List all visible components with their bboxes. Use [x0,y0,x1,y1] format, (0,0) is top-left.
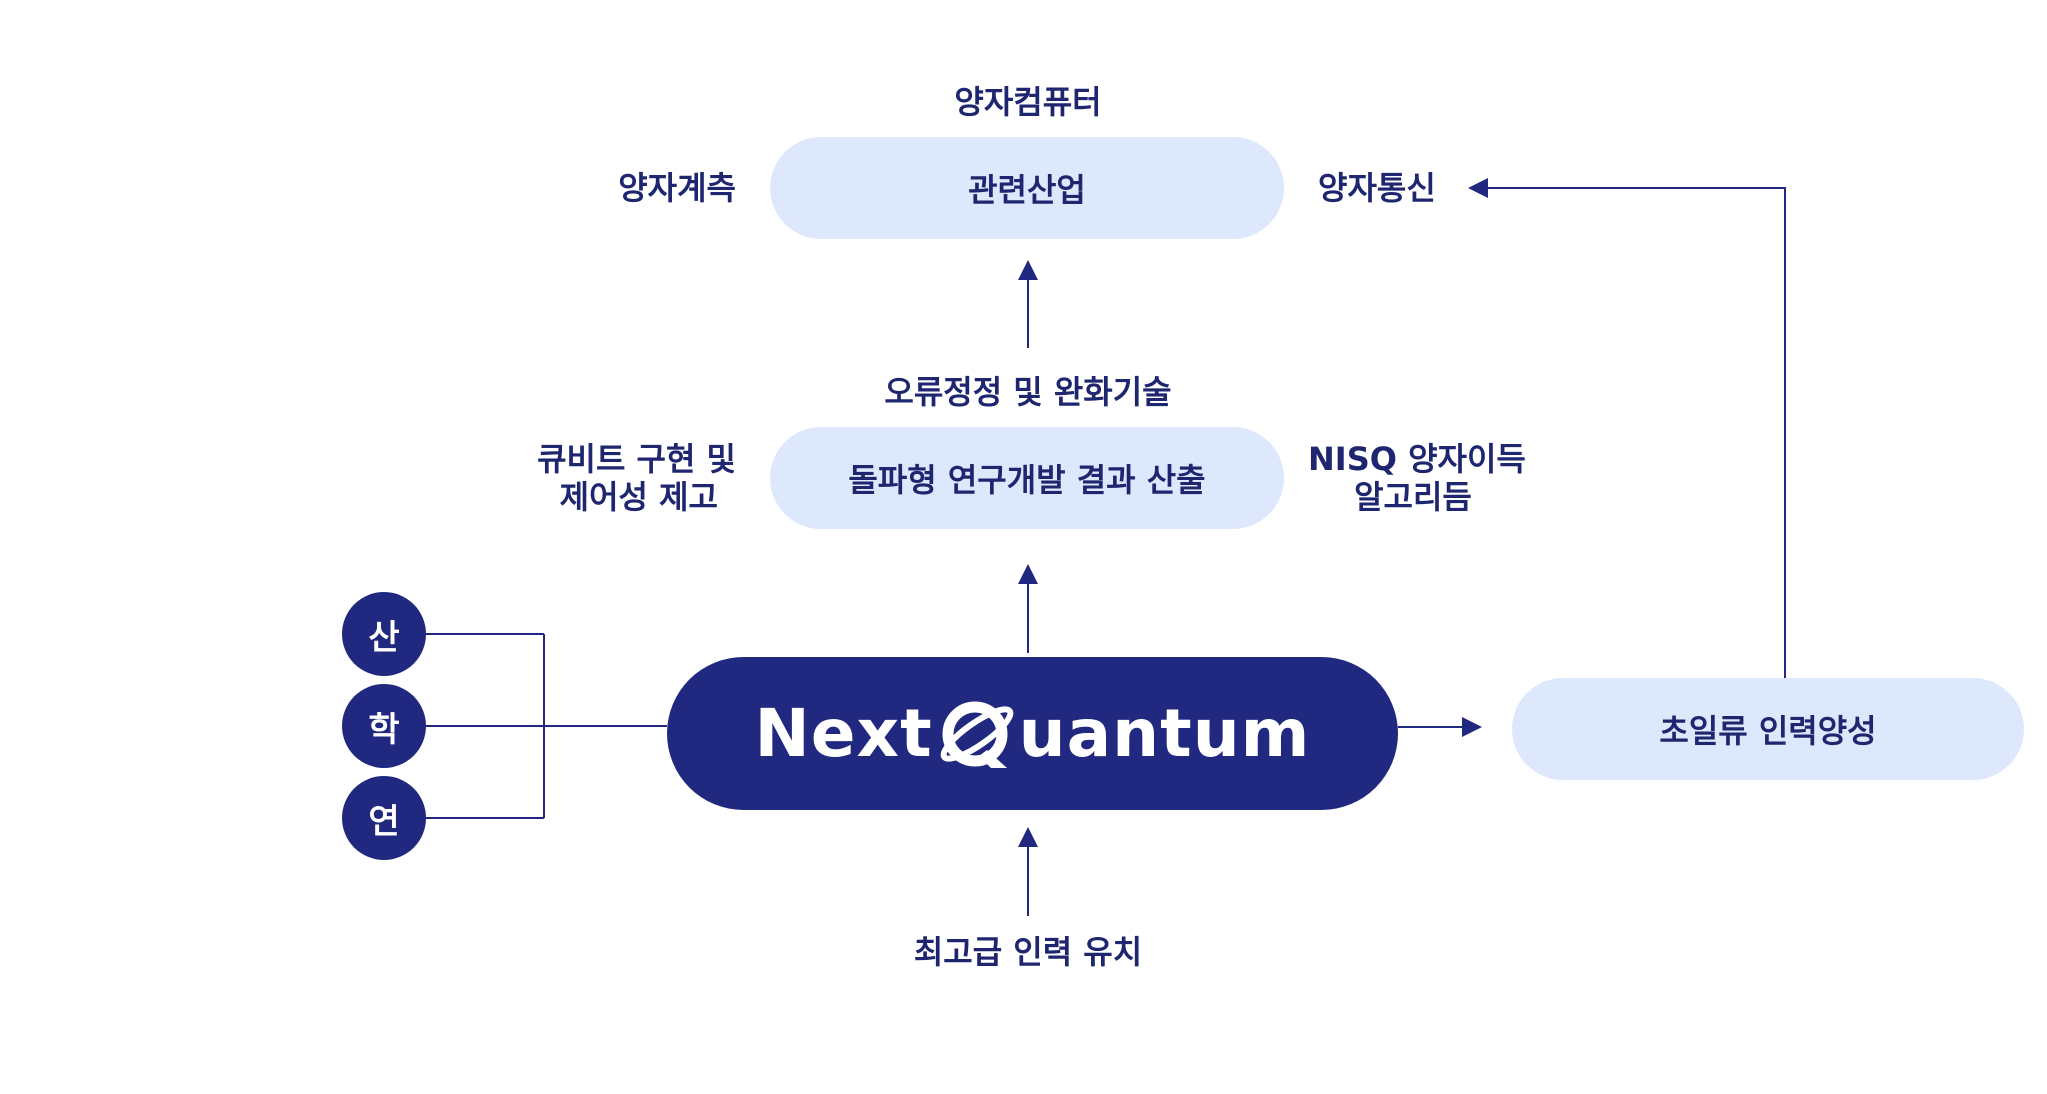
nextquantum-box: Next uantum [667,657,1398,810]
circle-institute: 연 [342,776,426,860]
circle-industry: 산 [342,592,426,676]
middle-right-label-1: NISQ 양자이득 [1308,440,1526,478]
middle-left-label-2: 제어성 제고 [559,478,718,516]
industry-box: 관련산업 [770,137,1284,239]
training-box: 초일류 인력양성 [1512,678,2024,780]
research-box-label: 돌파형 연구개발 결과 산출 [848,461,1206,499]
nextquantum-logo: Next uantum [755,692,1311,776]
middle-left-label-1: 큐비트 구현 및 [537,440,736,478]
middle-header-label: 오류정정 및 완화기술 [884,373,1172,411]
circle-industry-label: 산 [368,617,400,658]
logo-text-uantum: uantum [1018,695,1311,772]
logo-text-next: Next [754,695,933,772]
circle-academia-label: 학 [368,709,400,750]
research-box: 돌파형 연구개발 결과 산출 [770,427,1284,529]
training-box-label: 초일류 인력양성 [1659,712,1877,750]
circle-academia: 학 [342,684,426,768]
quantum-q-icon [940,701,1014,768]
top-right-label: 양자통신 [1318,169,1436,207]
top-header-label: 양자컴퓨터 [954,83,1102,121]
bottom-label: 최고급 인력 유치 [913,933,1143,971]
circle-institute-label: 연 [368,801,400,842]
industry-box-label: 관련산업 [968,171,1086,209]
arrow-to-communication [1468,178,1786,678]
top-left-label: 양자계측 [618,169,736,207]
middle-right-label-2: 알고리듬 [1354,478,1472,516]
